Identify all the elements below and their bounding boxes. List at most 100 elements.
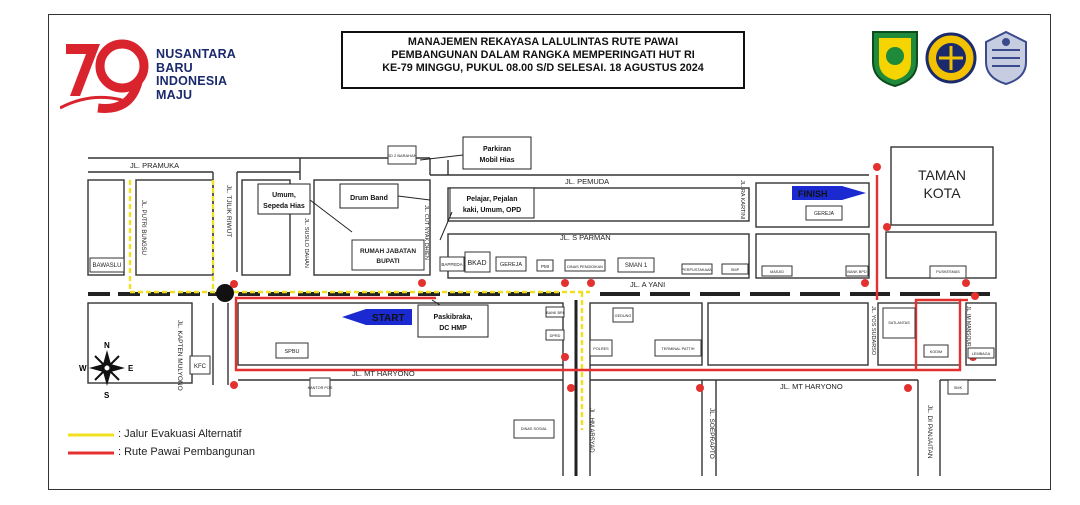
callout-text: kaki, Umum, OPD [463, 207, 521, 214]
place-label: GEDUNG [615, 314, 632, 318]
block [447, 233, 750, 279]
building [387, 145, 417, 165]
building [495, 256, 527, 272]
traffic-sign-icon [883, 223, 891, 231]
street-label: JL. TJILIK RIWUT [225, 185, 232, 237]
place-label: PERPUSTAKAAN [682, 268, 713, 272]
street-label: JL. CUT NYAK DHIEN [423, 205, 429, 260]
compass-n: N [104, 341, 110, 350]
place-label: BAWASLU [93, 263, 122, 269]
building [617, 257, 655, 273]
legend-evacuation: : Jalur Evakuasi Alternatif [118, 428, 242, 440]
place-label: KANTOR POS [308, 386, 333, 390]
place-label: SATLANTAS [888, 321, 910, 325]
map-title: MANAJEMEN REKAYASA LALULINTAS RUTE PAWAI… [341, 31, 745, 89]
place-label: TAMAN [918, 167, 966, 183]
compass-s: S [104, 391, 110, 400]
building [309, 377, 331, 397]
place-label: SD 2 BARAHAN [387, 153, 416, 158]
building [545, 329, 565, 341]
place-label: SMAN 1 [625, 263, 648, 269]
compass-rose-icon: N S E W [79, 341, 134, 400]
place-label: KOTA [923, 185, 961, 201]
callout-text: Umum, [272, 192, 296, 199]
building [189, 355, 211, 375]
building [351, 239, 425, 271]
building [439, 256, 465, 272]
block [135, 179, 214, 276]
callout-text: Mobil Hias [479, 157, 514, 164]
place-label: BUPATI [376, 258, 399, 265]
block [755, 233, 870, 279]
place-label: RUMAH JABATAN [360, 248, 416, 255]
compass-w: W [79, 364, 87, 373]
place-label: PMI [541, 264, 549, 269]
place-label: GEREJA [500, 262, 522, 268]
hut-ri-79-logo-icon [60, 39, 149, 113]
block [87, 302, 193, 384]
street-label: JL. MT HARYONO [780, 382, 843, 391]
traffic-sign-icon [873, 163, 881, 171]
block [313, 179, 431, 276]
callout-box [449, 187, 535, 219]
start-arrow-icon [342, 309, 412, 325]
brand-line: BARU [156, 60, 193, 75]
block [890, 146, 994, 226]
place-label: BANK BRI [546, 311, 564, 315]
building [654, 339, 702, 357]
place-label: KODIM [930, 350, 942, 354]
building [967, 347, 995, 359]
police-emblem-icon [985, 30, 1027, 86]
legend-route: : Rute Pawai Pembangunan [118, 446, 255, 458]
street-label: JL. SOEPRAPTO [708, 408, 715, 459]
callout-text: Sepeda Hias [263, 203, 305, 210]
block [755, 182, 870, 228]
street-label: JL. PUTRI BUNGSU [140, 200, 146, 255]
traffic-sign-icon [861, 279, 869, 287]
place-label: SPBU [285, 349, 300, 355]
traffic-sign-icon [962, 279, 970, 287]
building [536, 259, 554, 272]
building [513, 419, 555, 439]
building [89, 257, 125, 273]
place-label: POLRES [593, 347, 609, 351]
callout-box [417, 304, 489, 338]
place-label: BANK BPD [847, 270, 866, 274]
street-label: JL. PEMUDA [565, 177, 609, 186]
traffic-sign-icon [230, 280, 238, 288]
street-label: JL. A YANI [630, 280, 665, 289]
traffic-sign-icon [561, 353, 569, 361]
block [707, 302, 869, 366]
traffic-sign-icon [587, 279, 595, 287]
finish-label: FINISH [798, 189, 828, 199]
street-label: JL. RA KARTINI [739, 180, 745, 220]
building [761, 265, 793, 277]
street-label: JL. YOS SUDARSO [870, 306, 876, 356]
place-label: TERMINAL PATTIH [661, 347, 694, 351]
building [882, 307, 916, 339]
brand-line: MAJU [156, 87, 193, 102]
building [845, 265, 869, 277]
street-label: JL. S PARMAN [560, 233, 611, 242]
traffic-sign-icon [904, 384, 912, 392]
building [721, 263, 749, 275]
brand-line: NUSANTARA [156, 47, 237, 61]
street-label: JL. DI PANJAITAN [926, 405, 933, 459]
building [612, 307, 634, 323]
building [681, 263, 713, 275]
place-label: DPRD [550, 334, 561, 338]
place-label: BAPPEDA [441, 262, 462, 267]
street-label: JL. PRAMUKA [130, 161, 179, 170]
map-frame [48, 14, 1051, 490]
place-label: DINAS SOSIAL [521, 427, 547, 431]
block [241, 179, 291, 276]
brand-line: INDONESIA [156, 74, 228, 88]
roundabout-icon [216, 284, 234, 302]
building [564, 259, 606, 272]
block [965, 302, 997, 366]
title-line: PEMBANGUNAN DALAM RANGKA MEMPERINGATI HU… [391, 49, 695, 61]
building [275, 342, 309, 359]
place-label: DINAS PENDIDIKAN [567, 265, 603, 269]
title-line: KE-79 MINGGU, PUKUL 08.00 S/D SELESAI. 1… [382, 62, 704, 74]
street-label: JL. HM ARSYAD [588, 408, 594, 453]
